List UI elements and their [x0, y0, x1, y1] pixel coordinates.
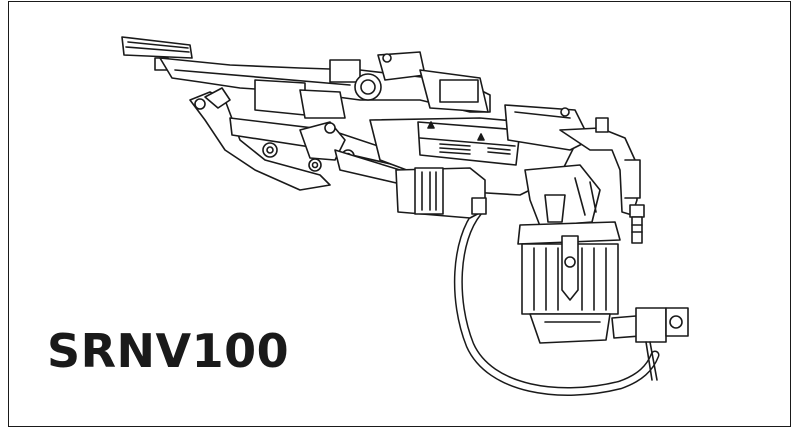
- gun-body: [369, 104, 591, 196]
- filter-coupling: [395, 167, 487, 219]
- solenoid-valve: [611, 307, 689, 381]
- pivot-hub: [354, 51, 489, 113]
- riser: [524, 164, 601, 227]
- lever-arm: [159, 57, 491, 119]
- model-label: SRNV100: [47, 324, 290, 378]
- drive-motor: [517, 221, 621, 344]
- hose: [453, 207, 660, 396]
- linkage: [189, 87, 406, 191]
- nozzle-barrel: [559, 117, 645, 244]
